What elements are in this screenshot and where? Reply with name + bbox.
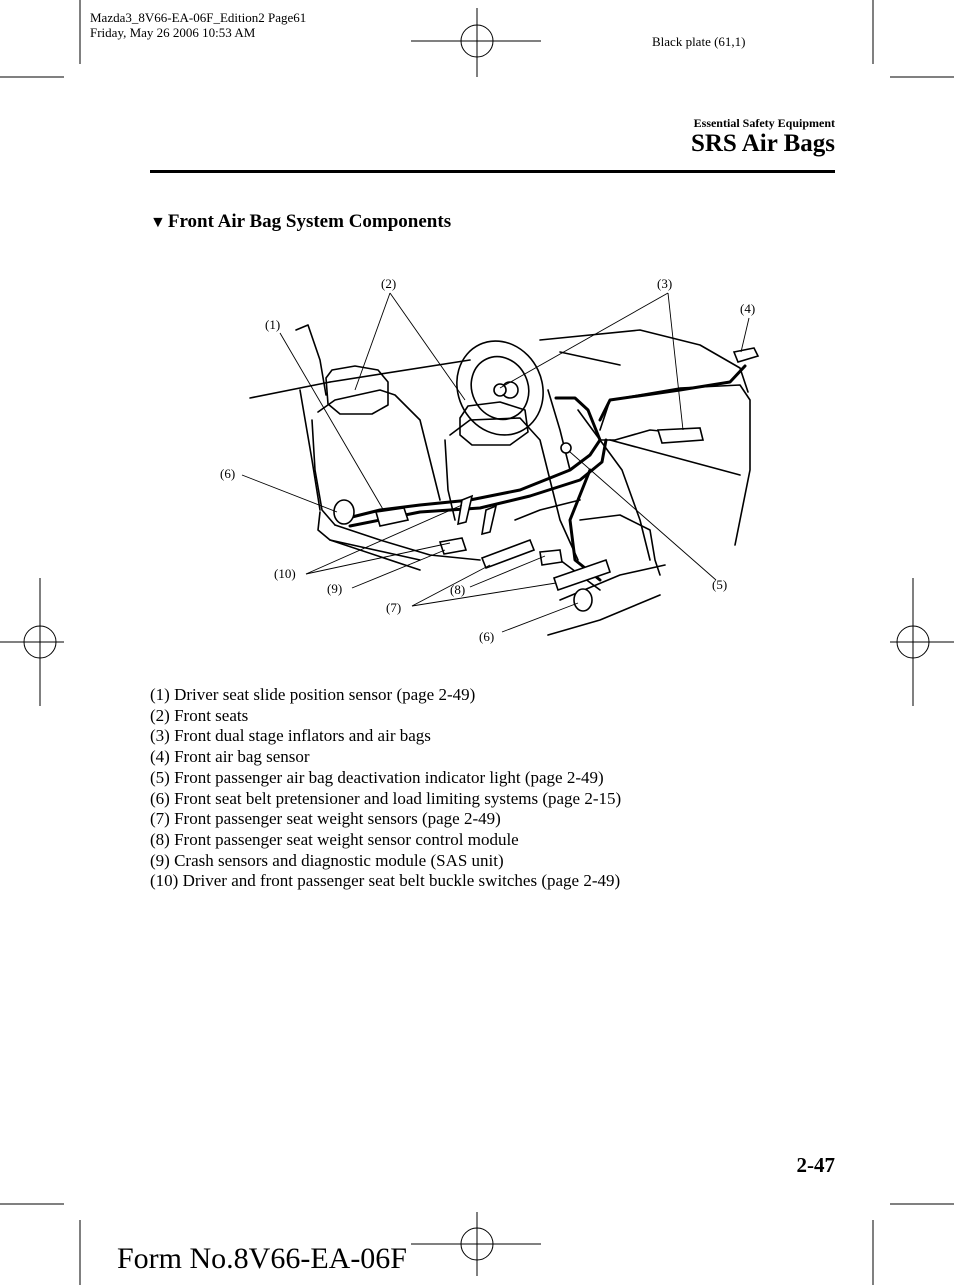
legend-item: (4) Front air bag sensor	[150, 747, 310, 767]
callout-7: (7)	[386, 600, 401, 615]
callout-5: (5)	[712, 577, 727, 592]
component-boxes	[333, 347, 760, 612]
callout-6-passenger: (6)	[479, 629, 494, 644]
section-label: Essential Safety Equipment	[693, 116, 835, 130]
leader-lines	[241, 292, 750, 633]
callout-4: (4)	[740, 301, 755, 316]
legend-item: (1) Driver seat slide position sensor (p…	[150, 685, 476, 704]
form-number: Form No.8V66-EA-06F	[117, 1242, 407, 1275]
callout-8: (8)	[450, 582, 465, 597]
legend-item: (2) Front seats	[150, 705, 249, 725]
legend-item: (9) Crash sensors and diagnostic module …	[150, 850, 504, 870]
page-title: SRS Air Bags	[690, 130, 835, 157]
legend-item: (3) Front dual stage inflators and air b…	[150, 726, 431, 746]
callout-1: (1)	[265, 317, 280, 332]
callout-2: (2)	[381, 276, 396, 291]
legend-item: (6) Front seat belt pretensioner and loa…	[150, 788, 622, 808]
plate-label: Black plate (61,1)	[652, 34, 746, 49]
legend-item: (5) Front passenger air bag deactivation…	[150, 767, 604, 787]
callout-10: (10)	[274, 566, 296, 581]
subsection-heading-text: Front Air Bag System Components	[167, 211, 452, 232]
print-info-date: Friday, May 26 2006 10:53 AM	[90, 25, 256, 40]
legend-item: (7) Front passenger seat weight sensors …	[150, 809, 501, 829]
subsection-heading: ▼Front Air Bag System Components	[150, 211, 451, 233]
page-number: 2-47	[796, 1153, 836, 1177]
legend-item: (8) Front passenger seat weight sensor c…	[150, 829, 519, 849]
print-info: Mazda3_8V66-EA-06F_Edition2 Page61 Frida…	[90, 10, 306, 40]
title-divider	[150, 170, 835, 173]
print-info-file: Mazda3_8V66-EA-06F_Edition2 Page61	[90, 10, 307, 25]
callout-9: (9)	[327, 581, 342, 596]
callout-3: (3)	[657, 276, 672, 291]
triangle-marker-icon: ▼	[150, 214, 166, 231]
vehicle-interior-drawing	[249, 324, 751, 636]
legend-item: (10) Driver and front passenger seat bel…	[150, 871, 621, 891]
callout-labels: (1) (2) (3) (4) (5) (6) (6) (7) (8) (9) …	[220, 276, 755, 644]
component-legend: (1) Driver seat slide position sensor (p…	[150, 685, 621, 892]
callout-6-driver: (6)	[220, 466, 235, 481]
